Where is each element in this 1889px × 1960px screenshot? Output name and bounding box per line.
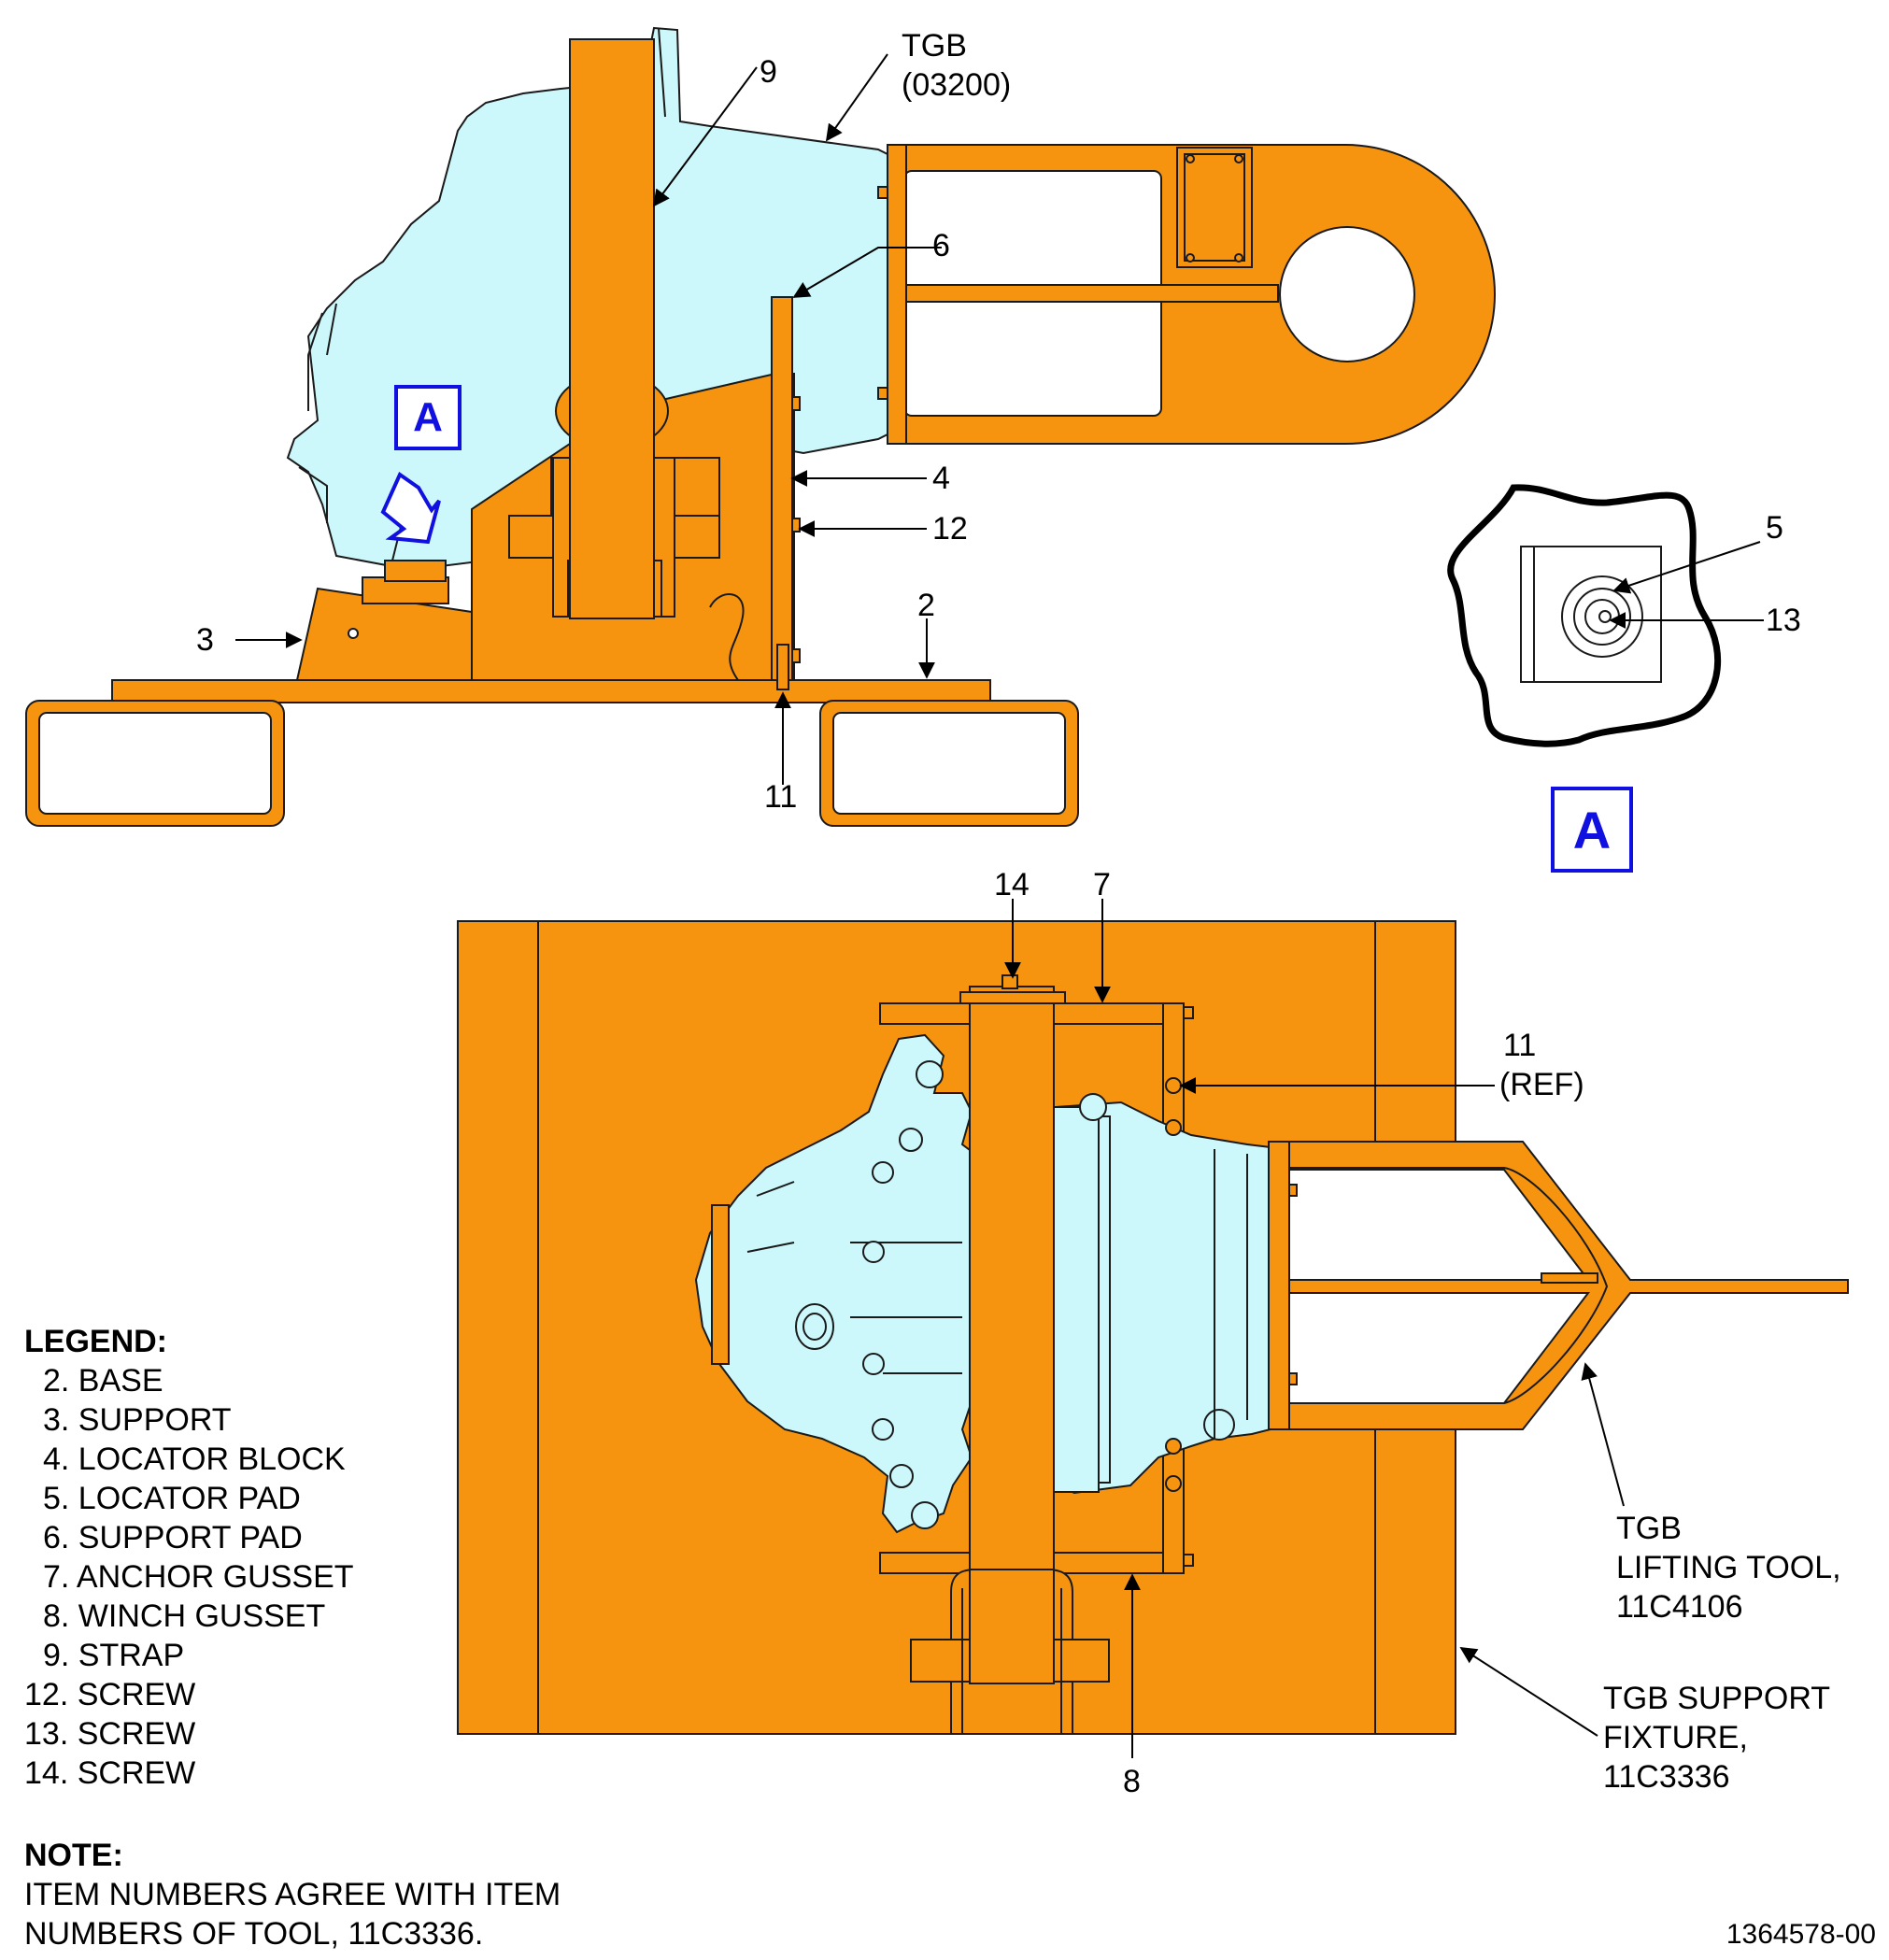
legend-item: 7. ANCHOR GUSSET (43, 1559, 354, 1595)
callout-lifting-tool-line-2: LIFTING TOOL, (1616, 1550, 1841, 1585)
legend-item: 3. SUPPORT (43, 1402, 232, 1438)
view-a-direction-arrow (380, 471, 441, 545)
note: NOTE: ITEM NUMBERS AGREE WITH ITEM NUMBE… (24, 1836, 561, 1953)
legend-item: 12. SCREW (24, 1677, 196, 1712)
callout-item-7: 7 (1093, 867, 1111, 902)
top-view (457, 920, 1849, 1735)
callout-item-6: 6 (932, 228, 950, 263)
callout-item-5: 5 (1766, 510, 1783, 546)
top-view-leaders (1004, 899, 1625, 1758)
strap-item-9 (569, 38, 655, 619)
side-view-leaders (235, 53, 942, 785)
callout-lifting-tool-line-3: 11C4106 (1616, 1589, 1743, 1625)
legend: LEGEND: 2. BASE 3. SUPPORT 4. LOCATOR BL… (24, 1322, 354, 1793)
callout-tgb-line-1: TGB (902, 28, 967, 64)
callout-tgb: TGB (03200) (902, 26, 1011, 105)
screw-item-13 (1598, 610, 1612, 623)
strap-top (969, 986, 1055, 1684)
callout-item-11: 11 (764, 779, 798, 815)
note-title: NOTE: (24, 1838, 123, 1873)
view-tag-a-side: A (394, 385, 462, 450)
forklift-pocket-left (25, 700, 285, 827)
callout-item-14: 14 (994, 867, 1030, 902)
callout-item-8: 8 (1123, 1764, 1141, 1799)
base-plate (111, 679, 991, 703)
callout-lifting-tool-line-1: TGB (1616, 1511, 1682, 1546)
legend-item: 14. SCREW (24, 1755, 196, 1791)
legend-list: 2. BASE 3. SUPPORT 4. LOCATOR BLOCK 5. L… (24, 1361, 354, 1793)
screw-item-14 (1001, 974, 1018, 989)
figure-number: 1364578-00 (1726, 1919, 1876, 1950)
callout-tgb-line-2: (03200) (902, 67, 1012, 103)
note-line: NUMBERS OF TOOL, 11C3336. (24, 1916, 484, 1952)
callout-item-9: 9 (760, 54, 777, 90)
legend-item: 13. SCREW (24, 1716, 196, 1752)
callout-support-fixture-line-1: TGB SUPPORT (1603, 1681, 1831, 1716)
legend-item: 2. BASE (43, 1363, 163, 1399)
legend-item: 4. LOCATOR BLOCK (43, 1442, 346, 1477)
callout-lifting-tool: TGB LIFTING TOOL, 11C4106 (1616, 1509, 1841, 1626)
legend-item: 6. SUPPORT PAD (43, 1520, 303, 1555)
support-pad-item-6 (771, 296, 793, 681)
callout-item-11-ref-line-1: 11 (1503, 1028, 1537, 1063)
legend-title: LEGEND: (24, 1324, 167, 1359)
callout-item-3: 3 (196, 622, 214, 658)
callout-item-11-ref: 11 (REF) (1499, 1026, 1584, 1104)
side-view (25, 26, 1496, 827)
callout-item-12: 12 (932, 511, 968, 547)
callout-item-11-ref-line-2: (REF) (1499, 1067, 1584, 1102)
legend-item: 9. STRAP (43, 1638, 185, 1673)
callout-support-fixture-line-2: FIXTURE, (1603, 1720, 1748, 1755)
detail-a (1447, 484, 1764, 747)
callout-support-fixture-line-3: 11C3336 (1603, 1759, 1730, 1795)
note-line: ITEM NUMBERS AGREE WITH ITEM (24, 1877, 561, 1912)
legend-item: 5. LOCATOR PAD (43, 1481, 301, 1516)
callout-support-fixture: TGB SUPPORT FIXTURE, 11C3336 (1603, 1679, 1830, 1797)
view-tag-a-detail: A (1551, 787, 1633, 873)
legend-item: 8. WINCH GUSSET (43, 1598, 326, 1634)
callout-item-13: 13 (1766, 603, 1801, 638)
forklift-pocket-right (819, 700, 1079, 827)
callout-item-2: 2 (917, 588, 935, 623)
callout-item-4: 4 (932, 461, 950, 496)
